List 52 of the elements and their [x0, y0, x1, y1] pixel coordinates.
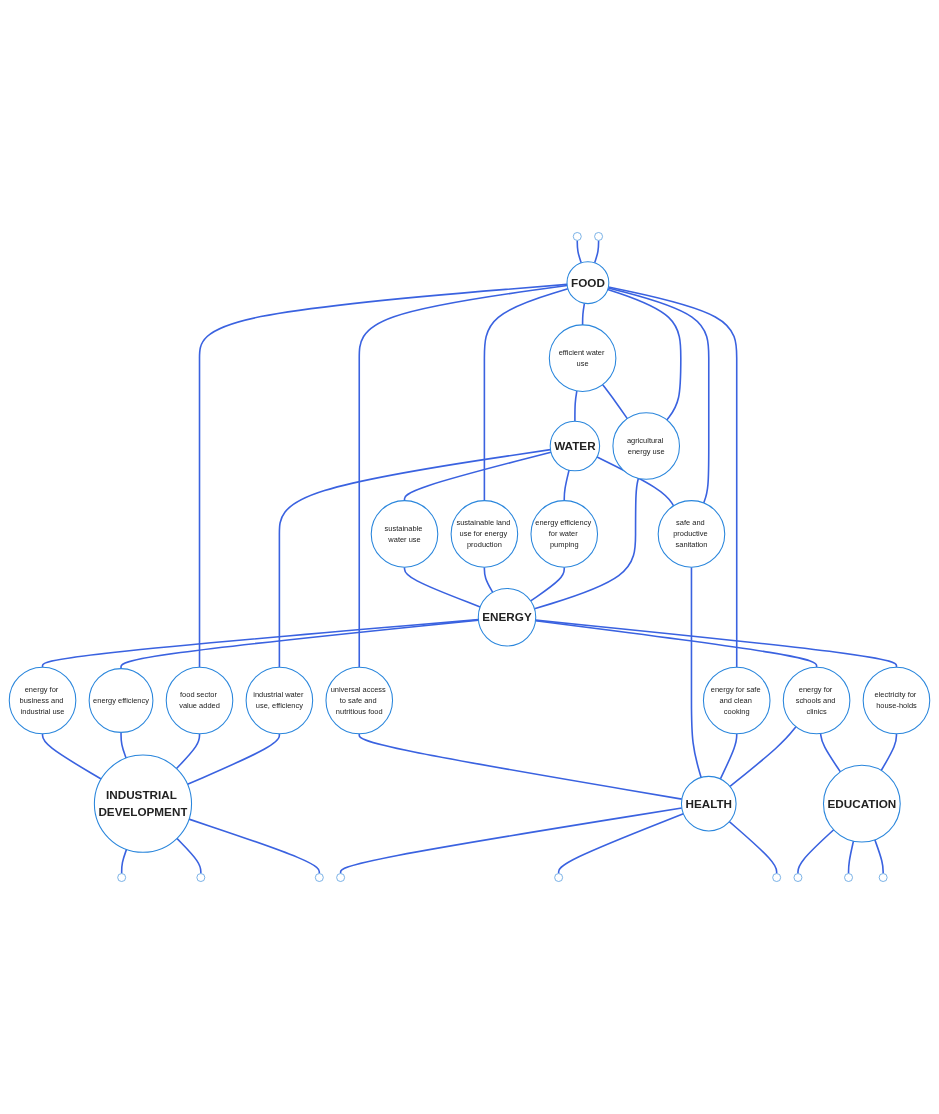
node-circle	[572, 232, 582, 241]
connector	[880, 733, 898, 772]
connector	[606, 288, 682, 421]
node-circle	[772, 873, 782, 882]
connector	[483, 566, 494, 594]
connector	[690, 566, 702, 779]
connector	[120, 731, 127, 759]
connector	[339, 807, 683, 875]
connector	[358, 284, 568, 669]
connector	[581, 302, 586, 326]
node-circle: FOOD	[566, 261, 610, 305]
connector	[198, 283, 568, 669]
connector	[403, 566, 481, 608]
node-circle	[336, 873, 345, 882]
node-circle: HEALTH	[680, 775, 737, 832]
connector	[574, 390, 578, 423]
node-circle	[554, 873, 564, 882]
connector	[607, 287, 710, 504]
node-circle	[878, 873, 888, 882]
connector	[847, 840, 855, 875]
connector	[278, 448, 552, 669]
node-circle: EDUCATION	[822, 764, 901, 843]
connector	[593, 239, 600, 264]
node-circle	[196, 873, 206, 882]
connector	[874, 838, 884, 875]
connector	[797, 828, 835, 875]
node-circle	[844, 873, 853, 882]
connector	[576, 239, 583, 264]
connector	[186, 733, 281, 786]
connector	[529, 566, 566, 602]
connector	[120, 848, 128, 875]
node-circle: INDUSTRIAL DEVELOPMENT	[93, 754, 193, 853]
connector	[819, 732, 842, 773]
connector	[358, 733, 683, 800]
connector	[728, 820, 778, 875]
connector	[41, 733, 102, 780]
node-circle: WATER	[549, 420, 601, 472]
node-circle	[117, 873, 127, 882]
connector	[563, 469, 570, 502]
node-circle	[793, 873, 803, 882]
connector	[175, 733, 201, 770]
connector	[601, 383, 629, 420]
connector	[607, 286, 738, 669]
node-circle	[594, 232, 603, 241]
connector	[188, 818, 321, 875]
connector	[176, 837, 202, 875]
node-circle	[314, 873, 324, 882]
connector	[483, 287, 569, 502]
connector	[729, 725, 797, 788]
node-circle: ENERGY	[477, 587, 537, 647]
connector	[719, 733, 738, 780]
connector	[403, 451, 552, 502]
